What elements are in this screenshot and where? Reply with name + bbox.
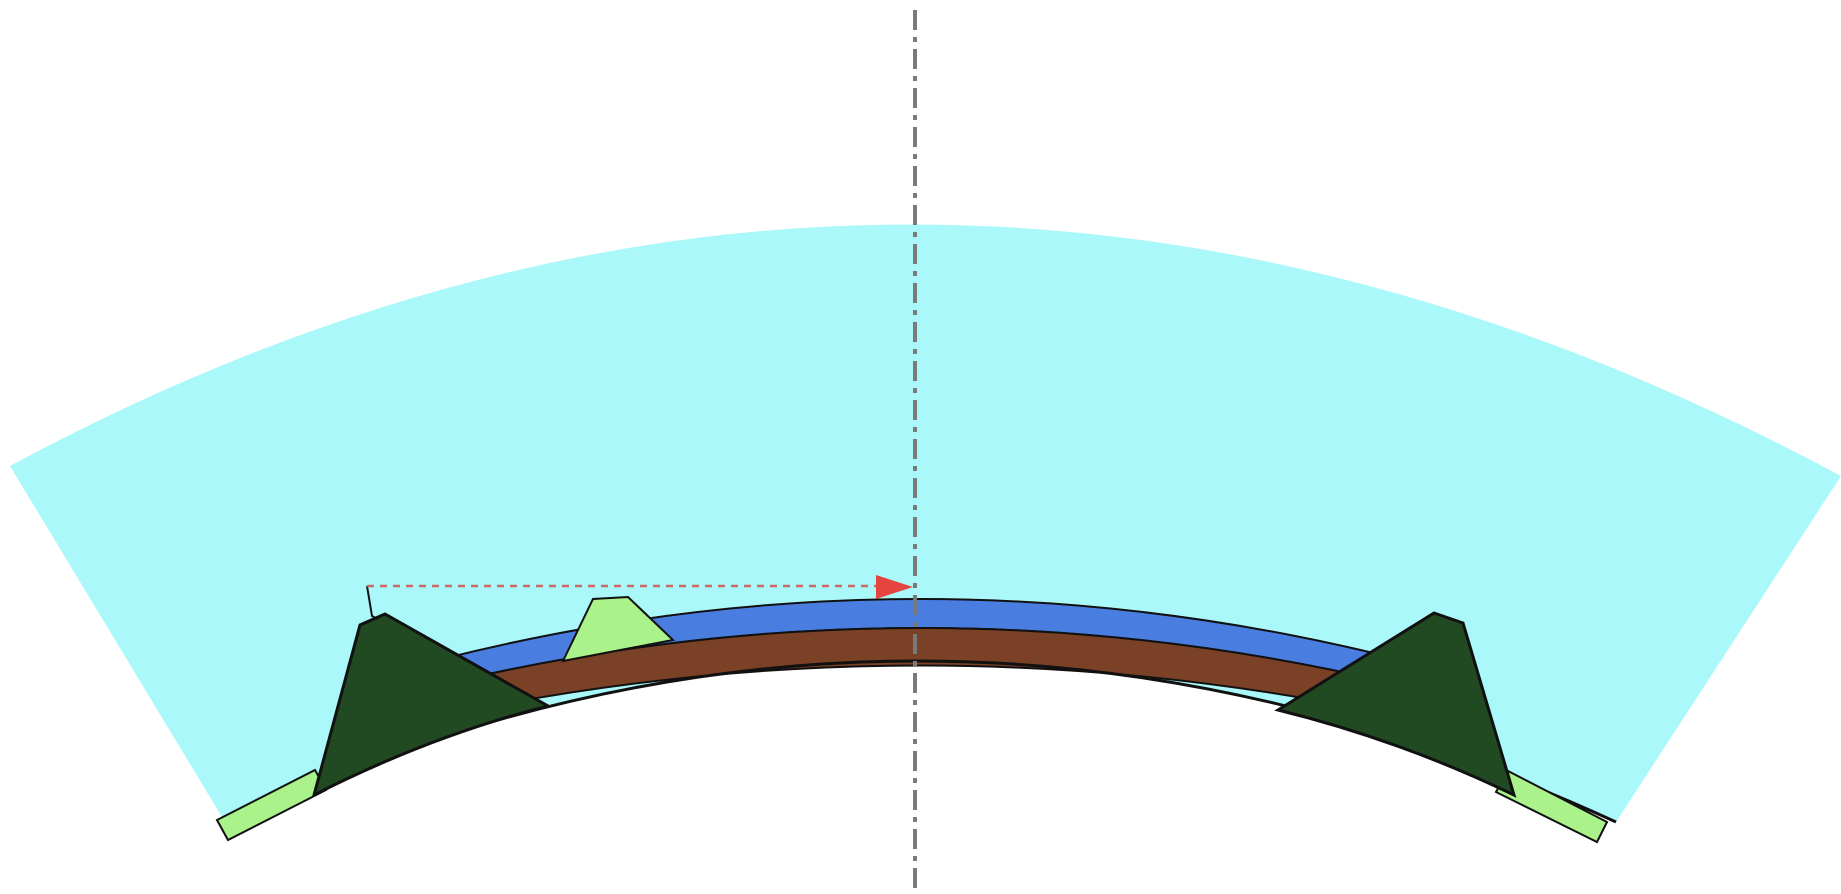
outer-fan-region <box>10 224 1841 823</box>
horizontal-arrow-head <box>876 575 913 599</box>
right-dark-mound <box>1274 611 1517 798</box>
top-light-block <box>561 595 676 663</box>
left-dark-mound <box>311 612 552 798</box>
left-lead-line <box>366 585 379 620</box>
